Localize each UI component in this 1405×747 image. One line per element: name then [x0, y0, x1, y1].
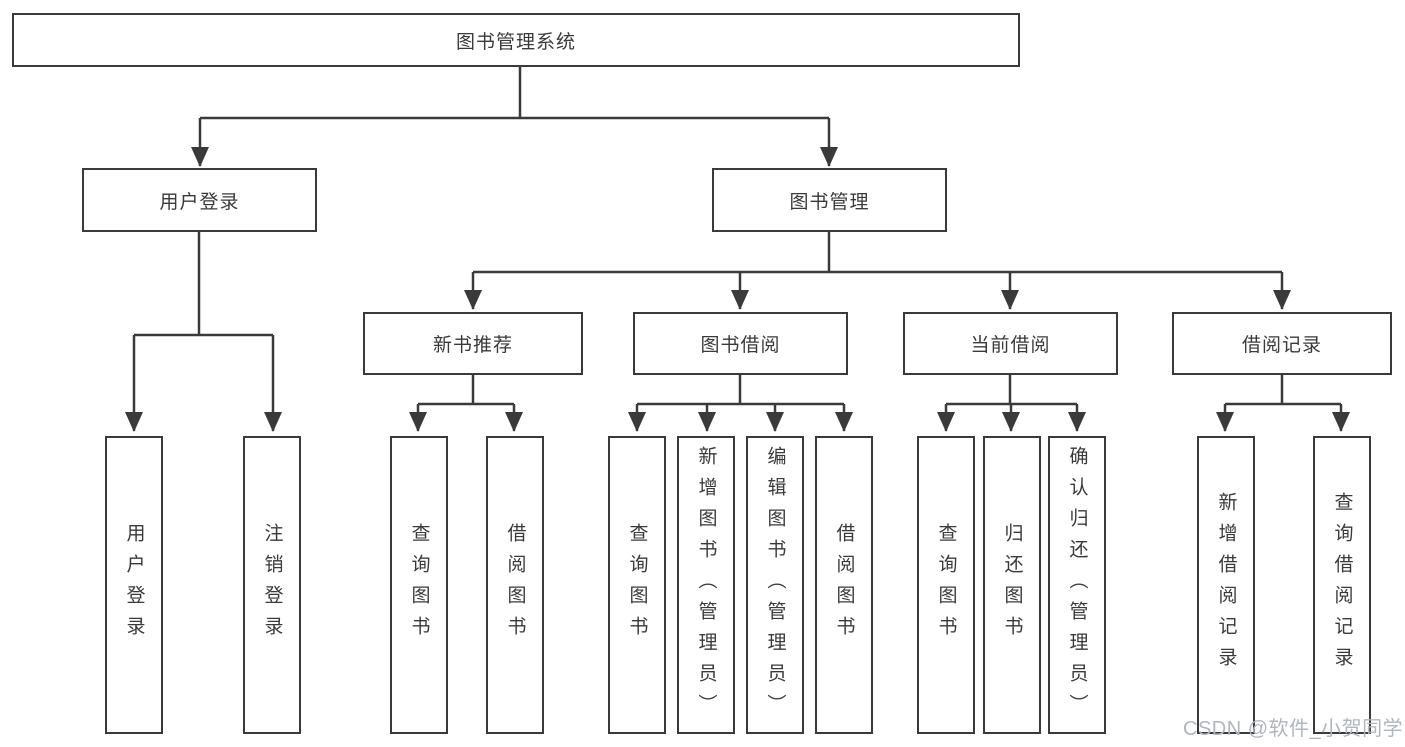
node-label: 当前借阅 [970, 335, 1051, 356]
node-borrow-records: 借阅记录 [1172, 312, 1392, 375]
leaf-query-books-current: 查询图书 [917, 436, 975, 734]
leaf-confirm-return-admin: 确认归还（管理员） [1048, 436, 1106, 734]
leaf-query-books-borrow: 查询图书 [608, 436, 666, 734]
leaf-edit-books-admin: 编辑图书（管理员） [746, 436, 804, 734]
leaf-add-books-admin: 新增图书（管理员） [677, 436, 735, 734]
node-label: 查询图书 [626, 523, 648, 647]
node-label: 归还图书 [1001, 523, 1023, 647]
node-label: 注销登录 [261, 523, 283, 647]
node-label: 新增借阅记录 [1215, 492, 1237, 678]
node-label: 新书推荐 [432, 335, 513, 356]
leaf-query-borrow-record: 查询借阅记录 [1313, 436, 1371, 734]
node-label: 用户登录 [123, 523, 145, 647]
leaf-logout: 注销登录 [243, 436, 301, 734]
leaf-add-borrow-record: 新增借阅记录 [1197, 436, 1255, 734]
node-book-borrow: 图书借阅 [633, 312, 848, 375]
leaf-user-login: 用户登录 [105, 436, 163, 734]
leaf-query-books-recommend: 查询图书 [390, 436, 448, 734]
node-label: 新增图书（管理员） [695, 445, 717, 725]
node-new-book-recommend: 新书推荐 [363, 312, 583, 375]
node-label: 用户登录 [159, 191, 240, 213]
node-label: 确认归还（管理员） [1066, 445, 1088, 725]
node-label: 图书借阅 [700, 335, 781, 356]
node-label: 图书管理系统 [455, 31, 576, 53]
node-label: 借阅图书 [833, 523, 855, 647]
node-label: 查询借阅记录 [1331, 492, 1353, 678]
node-book-management: 图书管理 [712, 168, 947, 232]
node-library-management-system: 图书管理系统 [12, 13, 1020, 67]
node-label: 借阅记录 [1241, 335, 1322, 356]
node-label: 图书管理 [789, 191, 870, 213]
csdn-watermark: CSDN @软件_小贺同学 [1183, 718, 1404, 740]
node-label: 借阅图书 [504, 523, 526, 647]
node-label: 查询图书 [935, 523, 957, 647]
node-current-borrow: 当前借阅 [903, 312, 1118, 375]
node-user-login: 用户登录 [82, 168, 317, 232]
leaf-borrow-books-recommend: 借阅图书 [486, 436, 544, 734]
leaf-borrow-books: 借阅图书 [815, 436, 873, 734]
node-label: 查询图书 [408, 523, 430, 647]
node-label: 编辑图书（管理员） [764, 445, 786, 725]
leaf-return-books: 归还图书 [983, 436, 1041, 734]
